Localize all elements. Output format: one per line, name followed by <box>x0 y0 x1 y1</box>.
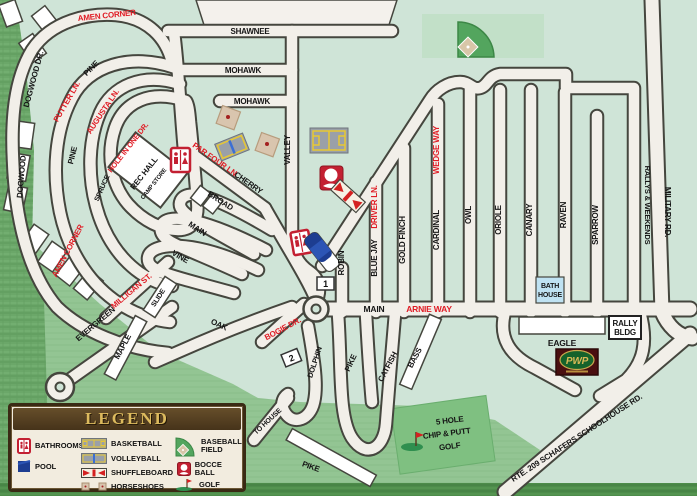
street-label-arnie-way: ARNIE WAY <box>406 304 452 314</box>
pool-icon <box>17 460 31 472</box>
bath-house-label-1: BATH <box>541 283 559 290</box>
legend-item-bocce-ball: BOCCE BALL <box>177 461 243 477</box>
site-marker-1-label: 1 <box>323 279 328 289</box>
bathrooms-icon <box>169 146 192 174</box>
street-label-wedge-way: WEDGE WAY <box>432 125 441 174</box>
street-label-canary: CANARY <box>525 203 534 237</box>
legend-item-bathrooms: BATHROOMS <box>17 438 84 454</box>
legend-label-pool: POOL <box>35 461 57 471</box>
roundabout <box>302 295 330 323</box>
legend-label-volleyball: VOLLEYBALL <box>111 453 161 463</box>
street-label-blue-jay: BLUE JAY <box>370 239 379 277</box>
street-label-owl: OWL <box>464 206 473 224</box>
site-marker-1: 1 <box>316 276 335 291</box>
baseball-field-icon <box>457 21 495 58</box>
street-label-shawnee: SHAWNEE <box>230 27 270 36</box>
maple-strip <box>103 314 148 381</box>
baseball-field-icon <box>175 437 195 457</box>
legend-label-basketball: BASKETBALL <box>111 438 162 448</box>
volleyball-icon <box>81 453 107 464</box>
bathrooms-icon <box>17 438 31 454</box>
golf-icon <box>176 479 192 491</box>
rally-bldg-label-2: BLDG <box>614 328 636 337</box>
golf-flag-icon <box>401 432 424 451</box>
legend-item-baseball-field: BASEBALL FIELD <box>175 435 251 457</box>
street-label-valley: VALLEY <box>283 134 292 165</box>
legend-item-golf: GOLF <box>175 478 220 491</box>
rally-building <box>608 315 642 340</box>
bass-lane-strip <box>398 313 443 391</box>
legend-label-shuffleboard: SHUFFLEBOARD <box>111 468 174 477</box>
pike-lower-strip <box>285 427 378 488</box>
cul-de-sac <box>44 371 76 403</box>
volleyball-court-icon <box>214 132 250 162</box>
street-label-robin: ROBIN <box>337 250 346 275</box>
shuffleboard-icon <box>81 468 107 478</box>
legend-label-bocce-ball: BOCCE BALL <box>194 460 222 477</box>
eagle-building <box>518 316 606 335</box>
bocce-ball-icon <box>177 462 191 476</box>
golf-course-area <box>390 394 496 475</box>
street-label-eagle: EAGLE <box>548 338 577 348</box>
legend-label-bathrooms: BATHROOMS <box>35 441 84 450</box>
slide-strip <box>142 275 178 319</box>
legend-title: LEGEND <box>13 408 241 430</box>
golf-label-line3: GOLF <box>439 441 462 453</box>
street-label-mohawk-upper: MOHAWK <box>225 66 262 75</box>
bath-house-building <box>535 276 565 304</box>
street-label-main: MAIN <box>364 304 385 314</box>
basketball-court-icon <box>309 127 349 154</box>
street-label-mohawk-lower: MOHAWK <box>234 97 271 106</box>
street-label-cardinal: CARDINAL <box>432 210 441 250</box>
legend-item-basketball: BASKETBALL <box>81 438 162 449</box>
street-label-driver-ln: DRIVER LN. <box>370 185 379 228</box>
shuffleboard-icon <box>329 178 367 214</box>
legend-item-pool: POOL <box>17 460 56 473</box>
legend-item-volleyball: VOLLEYBALL <box>81 453 161 464</box>
legend-item-shuffleboard: SHUFFLEBOARD <box>81 468 173 478</box>
pool-icon <box>304 231 340 273</box>
bath-house-label-2: HOUSE <box>538 292 562 299</box>
legend-label-horseshoes: HORSESHOES <box>111 481 164 491</box>
building-labels: BATH HOUSE RALLY BLDG <box>538 283 638 337</box>
site-marker-2-label: 2 <box>287 353 295 364</box>
street-label-sparrow: SPARROW <box>591 204 600 244</box>
pwp-sign-text: PWP <box>566 356 589 367</box>
area-label-rallys-weekends: RALLYS & WEEKENDS <box>643 166 652 245</box>
site-marker-2: 2 <box>280 347 303 368</box>
legend-panel: LEGEND BATHROOMS POOL BASKETB <box>8 403 246 492</box>
basketball-icon <box>81 438 107 449</box>
parking-lot <box>195 0 398 26</box>
pwp-sign: PWP <box>555 348 599 376</box>
horseshoes-icon <box>81 482 107 491</box>
legend-item-horseshoes: HORSESHOES <box>81 482 164 491</box>
rally-bldg-label-1: RALLY <box>613 319 639 328</box>
street-label-oriole: ORIOLE <box>494 204 503 234</box>
street-label-gold-finch: GOLD FINCH <box>398 216 407 264</box>
street-label-military-rd: MILITARY RD. <box>663 187 672 237</box>
golf-label-line1: 5 HOLE <box>435 414 464 426</box>
street-label-raven: RAVEN <box>559 201 568 228</box>
horseshoes-icon <box>215 104 281 158</box>
street-label-pine-lower: PINE <box>66 145 79 165</box>
legend-body: BATHROOMS POOL BASKETBALL VOLLEYBALL <box>11 432 243 491</box>
legend-label-golf: GOLF <box>199 479 220 489</box>
legend-label-baseball-field: BASEBALL FIELD <box>201 437 242 454</box>
rec-hall-building <box>107 130 224 216</box>
street-label-dogwood: DOGWOOD <box>15 155 28 199</box>
